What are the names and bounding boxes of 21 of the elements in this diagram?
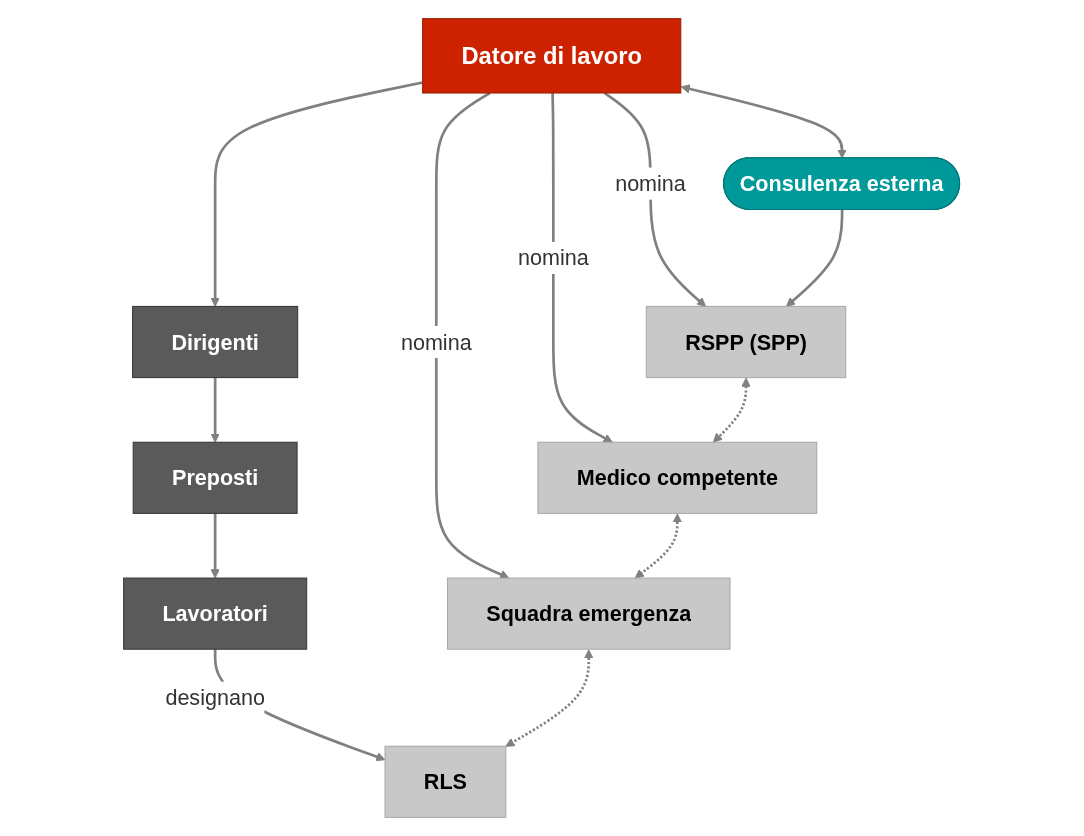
- arrow: [786, 209, 844, 307]
- edge-label: nomina: [401, 330, 473, 354]
- arrow: [635, 513, 683, 579]
- node-box: RLS: [384, 745, 507, 818]
- arrow: [210, 377, 221, 443]
- node-box: Datore di lavoro: [422, 18, 682, 94]
- arrow: [210, 513, 221, 579]
- edge-label: designano: [165, 685, 266, 710]
- edge-label: nomina: [615, 171, 687, 196]
- node-box: Squadra emergenza: [447, 577, 731, 650]
- arrow: [505, 649, 594, 747]
- node-box: Medico competente: [537, 441, 818, 514]
- node-box: Preposti: [133, 441, 298, 514]
- arrow: [551, 92, 614, 443]
- edge-label: nomina: [518, 246, 590, 270]
- node-box: Dirigenti: [132, 305, 299, 379]
- arrow: [210, 81, 424, 307]
- node-box: RSPP (SPP): [646, 305, 847, 379]
- arrow: [713, 377, 752, 443]
- node-box: Lavoratori: [123, 577, 308, 650]
- arrow: [681, 84, 848, 159]
